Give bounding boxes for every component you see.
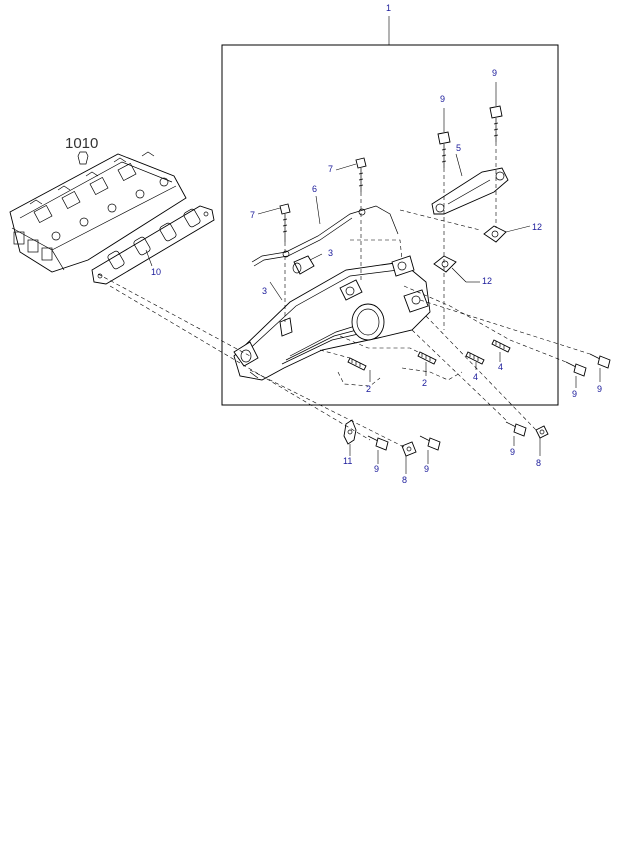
- callout-9-b: 9: [440, 94, 445, 104]
- callout-2-b: 2: [366, 384, 371, 394]
- callout-7-a: 7: [328, 164, 333, 174]
- callout-9-f: 9: [374, 464, 379, 474]
- bolt-9-right-b: [589, 353, 611, 369]
- bolt-9-egr-right: [489, 105, 503, 142]
- bolt-9-right-a: [565, 361, 587, 377]
- assembly-frame: [221, 44, 559, 406]
- cylinder-head: [9, 151, 187, 273]
- egr-gasket-lower: [433, 255, 457, 273]
- callout-9-e: 9: [510, 447, 515, 457]
- nut-8-bottom: [401, 441, 417, 457]
- bolt-9-egr-left: [437, 131, 451, 168]
- callout-12-b: 12: [482, 276, 492, 286]
- assembly-guide-lines: [97, 142, 591, 449]
- callout-9-d: 9: [597, 384, 602, 394]
- egr-pipe: [431, 167, 509, 215]
- heat-shield-wire: [251, 205, 399, 267]
- assembly-reference-label: 1010: [65, 135, 98, 152]
- bolt-7-left: [279, 203, 291, 242]
- callout-7-b: 7: [250, 210, 255, 220]
- callout-9-g: 9: [424, 464, 429, 474]
- bracket-11: [343, 419, 357, 445]
- callout-3-b: 3: [262, 286, 267, 296]
- callout-11: 11: [343, 456, 352, 466]
- nut-8-lower-right: [535, 425, 549, 439]
- stud-2-right: [417, 351, 437, 365]
- bolt-9-lower-right: [505, 421, 527, 437]
- stud-2-left: [347, 357, 367, 371]
- exhaust-manifold-gasket: [91, 205, 215, 285]
- bolt-9-bottom-left: [367, 435, 389, 451]
- callout-8-a: 8: [536, 458, 541, 468]
- stud-4-right: [491, 339, 511, 353]
- callout-8-b: 8: [402, 475, 407, 485]
- stud-4-left: [465, 351, 485, 365]
- callout-9-a: 9: [492, 68, 497, 78]
- callout-2-a: 2: [422, 378, 427, 388]
- callout-10: 10: [151, 267, 161, 277]
- bolt-7-top: [355, 157, 367, 192]
- callout-5: 5: [456, 143, 461, 153]
- callout-4-b: 4: [473, 372, 478, 382]
- callout-4-a: 4: [498, 362, 503, 372]
- callout-9-c: 9: [572, 389, 577, 399]
- callout-1: 1: [386, 3, 391, 13]
- callout-12-a: 12: [532, 222, 542, 232]
- egr-gasket-upper: [483, 225, 507, 243]
- bolt-9-bottom-right: [419, 435, 441, 451]
- sleeve: [292, 255, 315, 275]
- callout-6: 6: [312, 184, 317, 194]
- exhaust-manifold: [233, 255, 431, 381]
- callout-3-a: 3: [328, 248, 333, 258]
